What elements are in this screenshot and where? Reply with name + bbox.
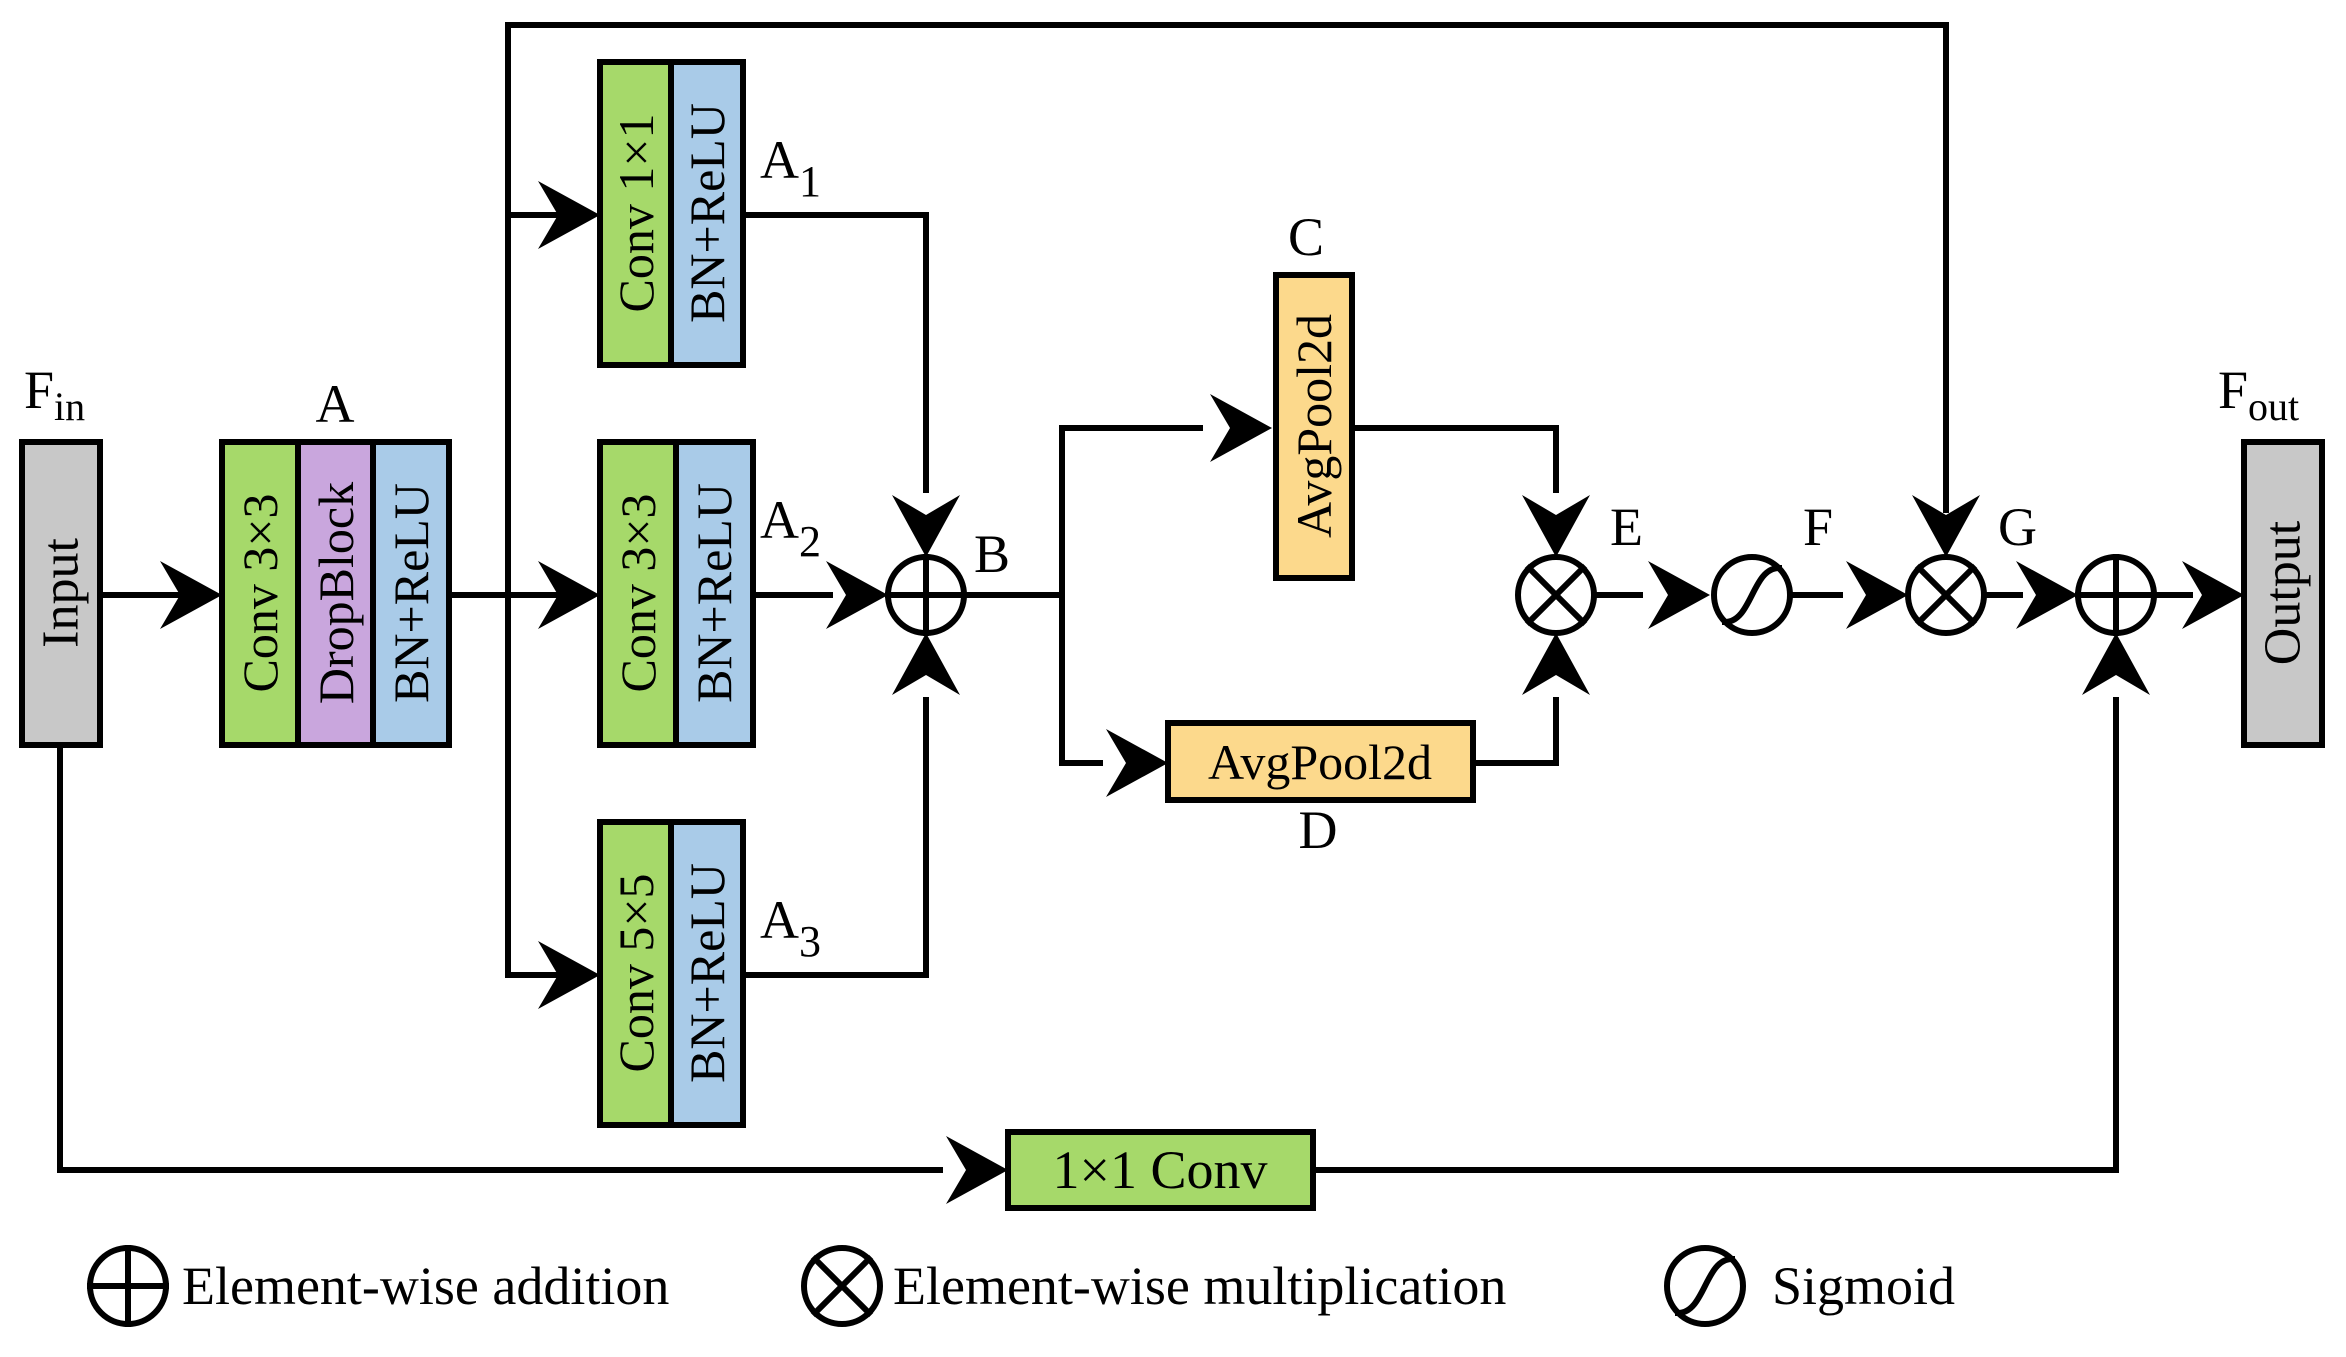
output-label: Output — [2255, 520, 2312, 665]
arrowhead-a1-into-b — [892, 495, 960, 557]
branch-a2-bn — [673, 439, 756, 748]
arrowhead-shortcut-into-add — [2082, 633, 2150, 695]
sigmoid-icon-curve — [1674, 1255, 1736, 1317]
branch-a1-name: A1 — [760, 130, 821, 206]
arrowhead-into-shortcut-conv — [946, 1136, 1008, 1204]
branch-a1: Conv 1×1 BN+ReLU A1 — [597, 59, 821, 368]
pool-c: AvgPool2d C — [1273, 207, 1355, 581]
branch-a2-name: A2 — [760, 490, 821, 566]
pool-d: AvgPool2d D — [1165, 720, 1476, 860]
block-a: Conv 3×3 DropBlock BN+ReLU A — [219, 374, 452, 748]
legend: Element-wise addition Element-wise multi… — [87, 1245, 1955, 1327]
input-block: Input Fin — [19, 360, 103, 748]
arrowheads — [160, 181, 2244, 1204]
arrowhead-a2-into-b — [826, 561, 888, 629]
block-a-dropblock-label: DropBlock — [308, 482, 364, 704]
branch-a2: Conv 3×3 BN+ReLU A2 — [597, 439, 821, 748]
input-box — [19, 439, 103, 748]
shortcut-conv-label: 1×1 Conv — [1053, 1140, 1268, 1200]
block-a-conv — [219, 439, 301, 748]
fout-label: Fout — [2218, 360, 2299, 429]
arrowhead-into-add-out — [2016, 561, 2078, 629]
branch-a3-bn-label: BN+ReLU — [679, 863, 735, 1083]
multiply-node-g: G — [1905, 497, 2037, 636]
branch-a3-name: A3 — [760, 890, 821, 966]
branch-a3-conv-label: Conv 5×5 — [608, 873, 664, 1072]
add-node-output — [2075, 554, 2157, 636]
wire-a3-to-b — [740, 697, 929, 978]
branch-a1-conv-label: Conv 1×1 — [608, 113, 664, 312]
pool-c-label: AvgPool2d — [1286, 314, 1342, 538]
shortcut-conv-box — [1005, 1129, 1316, 1211]
legend-addition: Element-wise addition — [87, 1245, 669, 1327]
branch-a2-bn-label: BN+ReLU — [686, 483, 742, 703]
arrowhead-c-into-e — [1522, 495, 1590, 557]
multiply-icon-d2 — [1524, 563, 1588, 627]
output-box — [2241, 439, 2325, 748]
sigmoid-icon-curve — [1721, 564, 1783, 626]
block-a-name: A — [316, 374, 355, 434]
wire-skip-top — [505, 22, 1949, 513]
node-e-label: E — [1610, 497, 1643, 557]
branch-a3: Conv 5×5 BN+ReLU A3 — [597, 819, 821, 1128]
arrowhead-into-c — [1210, 394, 1272, 462]
sigmoid-node-f: F — [1711, 497, 1833, 636]
multiply-node-e: E — [1515, 497, 1643, 636]
legend-addition-label: Element-wise addition — [182, 1256, 669, 1316]
fin-label: Fin — [24, 360, 85, 429]
branch-a1-bn — [668, 59, 746, 368]
node-f-label: F — [1803, 497, 1833, 557]
block-a-dropblock — [295, 439, 376, 748]
wire-c-to-e — [1349, 425, 1559, 493]
arrowhead-a3-into-b — [892, 633, 960, 695]
branch-a1-bn-label: BN+ReLU — [679, 103, 735, 323]
legend-sigmoid: Sigmoid — [1664, 1245, 1955, 1327]
node-b-label: B — [974, 524, 1010, 584]
arrowhead-d-into-e — [1522, 633, 1590, 695]
pool-d-box — [1165, 720, 1476, 803]
output-block: Output Fout — [2218, 360, 2325, 748]
wire-a1-to-b — [740, 212, 929, 493]
block-a-bn-label: BN+ReLU — [383, 483, 439, 703]
connector-lines — [57, 22, 2193, 1173]
multiply-icon-d2 — [1914, 563, 1978, 627]
add-node-b: B — [885, 524, 1010, 636]
wire-shortcut-left — [57, 742, 943, 1173]
node-g-label: G — [1998, 497, 2037, 557]
shortcut-conv: 1×1 Conv — [1005, 1129, 1316, 1211]
wire-shortcut-right — [1310, 697, 2119, 1173]
legend-multiplication-label: Element-wise multiplication — [893, 1256, 1506, 1316]
pool-c-name: C — [1288, 207, 1324, 267]
branch-a3-bn — [668, 819, 746, 1128]
block-a-bn — [370, 439, 452, 748]
block-a-conv-label: Conv 3×3 — [232, 493, 288, 692]
arrowhead-into-multiply-g — [1846, 561, 1908, 629]
branch-a2-conv-label: Conv 3×3 — [610, 493, 666, 692]
legend-multiplication: Element-wise multiplication — [801, 1245, 1506, 1327]
arrowhead-into-d — [1106, 729, 1168, 797]
branch-a1-conv — [597, 59, 674, 368]
arrowhead-into-sigmoid — [1648, 561, 1710, 629]
multiply-icon-d2 — [810, 1254, 874, 1318]
branch-a3-conv — [597, 819, 674, 1128]
input-label: Input — [33, 538, 90, 648]
legend-sigmoid-label: Sigmoid — [1772, 1256, 1955, 1316]
pool-d-label: AvgPool2d — [1208, 734, 1432, 790]
pool-d-name: D — [1299, 800, 1338, 860]
pool-c-box — [1273, 272, 1355, 581]
wire-d-to-e — [1470, 697, 1559, 766]
